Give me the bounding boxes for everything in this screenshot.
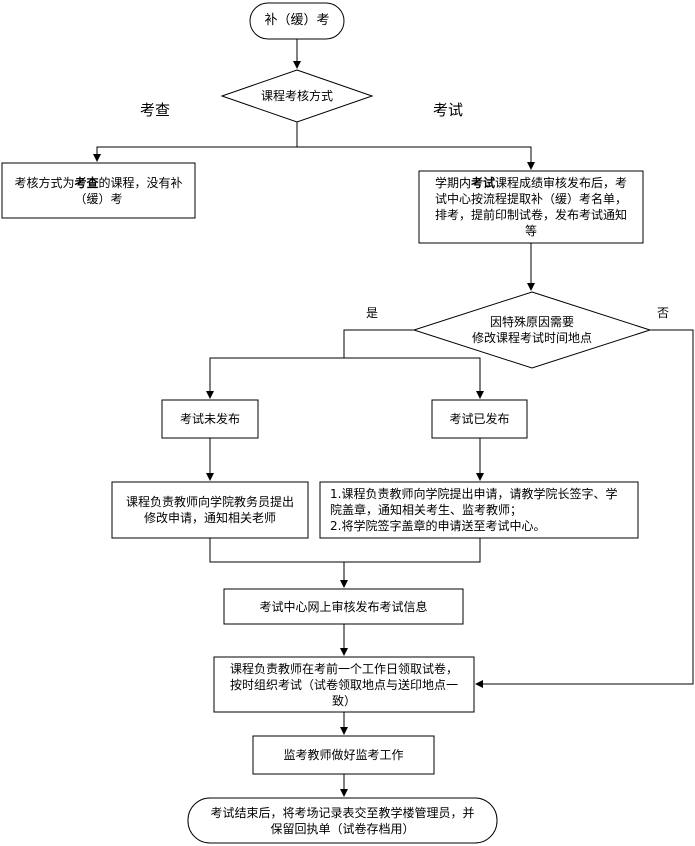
invigilate-text: 监考教师做好监考工作 bbox=[283, 748, 404, 762]
connector-merge-right bbox=[344, 538, 481, 563]
connector-split-check bbox=[93, 146, 297, 162]
check-result-text: 考核方式为考查的课程，没有补（缓）考 bbox=[2, 163, 195, 218]
no-label: 否 bbox=[657, 306, 670, 320]
not-published-text: 考试未发布 bbox=[179, 412, 240, 426]
exam-publish-text: 学期内考试课程成绩审核发布后，考试中心按流程提取补（缓）考名单，排考，提前印制试… bbox=[419, 171, 643, 243]
exam-publish-shape bbox=[418, 170, 644, 244]
connector-yes-branch bbox=[343, 329, 414, 358]
connector-merge-left bbox=[209, 538, 344, 563]
collect-papers-text: 课程负责教师在考前一个工作日领取试卷，按时组织考试（试卷领取地点与送印地点一致） bbox=[229, 661, 458, 708]
decision-change-shape bbox=[412, 291, 652, 369]
connector-yes-left bbox=[206, 357, 344, 399]
end-terminal-shape bbox=[187, 797, 498, 844]
exam-publish-post: 课程成绩审核发布后，考试中心按流程提取补（缓）考名单，排考，提前印制试卷，发布考… bbox=[434, 176, 628, 238]
collect-papers-shape bbox=[213, 656, 475, 713]
published-action-shape bbox=[319, 481, 639, 539]
connector-no-branch bbox=[475, 329, 694, 688]
check-result-post: 的课程，没有补（缓）考 bbox=[74, 175, 183, 206]
decision-change-text: 因特殊原因需要 修改课程考试时间地点 bbox=[471, 315, 592, 345]
invigilate-shape bbox=[252, 735, 435, 775]
connector-split-exam bbox=[297, 146, 535, 170]
not-published-action-text: 课程负责教师向学院教务员提出修改申请，通知相关老师 bbox=[125, 495, 294, 525]
branch-exam-label: 考试 bbox=[433, 101, 464, 119]
center-review-shape bbox=[223, 588, 464, 625]
yes-label: 是 bbox=[366, 306, 379, 320]
not-published-shape bbox=[161, 399, 259, 439]
branch-check-label: 考查 bbox=[140, 101, 171, 119]
exam-publish-pre: 学期内 bbox=[434, 176, 471, 190]
decision-method-text: 课程考核方式 bbox=[260, 89, 333, 103]
connector-yes-right bbox=[344, 357, 484, 399]
end-terminal-text: 考试结束后，将考场记录表交至教学楼管理员，并保留回执单（试卷存档用） bbox=[210, 805, 475, 836]
published-shape bbox=[431, 399, 528, 439]
not-published-action-shape bbox=[111, 481, 309, 539]
check-result-pre: 考核方式为 bbox=[14, 175, 75, 190]
check-result-shape bbox=[1, 162, 196, 219]
center-review-text: 考试中心网上审核发布考试信息 bbox=[259, 599, 428, 614]
exam-publish-bold: 考试 bbox=[470, 176, 495, 190]
published-text: 考试已发布 bbox=[449, 412, 510, 426]
start-terminal-text: 补（缓）考 bbox=[264, 13, 330, 28]
check-result-bold: 考查 bbox=[74, 175, 99, 190]
published-action-text: 1.课程负责教师向学院提出申请，请教学院长签字、学院盖章，通知相关考生、监考教师… bbox=[330, 487, 618, 533]
